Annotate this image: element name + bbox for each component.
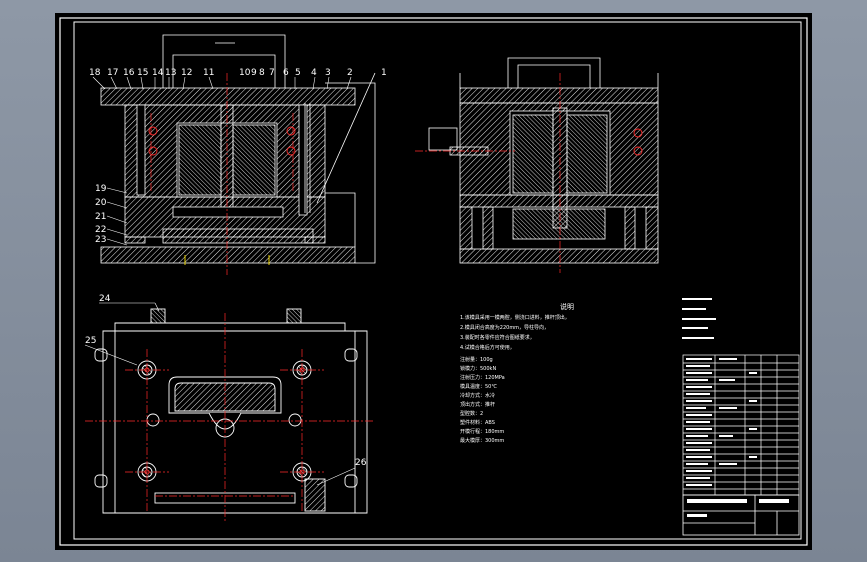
- part-number-label: 18: [89, 68, 101, 78]
- spec-line: 顶出方式：推杆: [460, 401, 495, 408]
- part-number-label: 10: [239, 68, 251, 78]
- notes-heading: 说明: [560, 302, 574, 311]
- part-number-leaders: [92, 76, 352, 90]
- part-number-label: 7: [269, 68, 275, 78]
- spec-line: 最大模厚：300mm: [460, 437, 504, 444]
- part-number-label: 12: [181, 68, 192, 78]
- note-line: 2.模具闭合高度为220mm，导柱导向，: [460, 324, 549, 331]
- spec-list: 注射量：100g 锁模力：500kN 注射压力：120MPa 模具温度：50℃ …: [460, 356, 505, 444]
- plan-centerlines: [85, 313, 375, 523]
- part-number-label: 3: [325, 68, 331, 78]
- front-centerlines: [150, 73, 294, 275]
- part-number-label: 5: [295, 68, 301, 78]
- part-number-label: 1: [381, 68, 387, 78]
- part-number-label: 20: [95, 198, 107, 208]
- part-number-label: 21: [95, 212, 106, 222]
- mold-assembly-drawing: 18 17 16 15 14 13 12 11 10 9 8 7 6 5 4 3…: [59, 17, 808, 546]
- part-number-label: 6: [283, 68, 289, 78]
- note-line: 4.试模合格后方可使用，: [460, 344, 515, 351]
- plan-view: [94, 308, 368, 514]
- outer-frame: [59, 17, 808, 546]
- part-number-label: 23: [95, 235, 106, 245]
- part-number-label: 15: [137, 68, 148, 78]
- spec-line: 开模行程：180mm: [460, 428, 504, 435]
- bom-text-marks: [686, 358, 789, 517]
- part-number-label: 2: [347, 68, 353, 78]
- front-guide-pins: [184, 255, 270, 265]
- note-line: 3.装配时各零件应符合图纸要求，: [460, 334, 535, 341]
- drawing-sheet: 18 17 16 15 14 13 12 11 10 9 8 7 6 5 4 3…: [55, 13, 812, 550]
- part-number-row: 18 17 16 15 14 13 12 11 10 9 8 7 6 5 4 3…: [89, 68, 387, 78]
- part-number-label: 4: [311, 68, 317, 78]
- bill-of-materials: [682, 354, 800, 496]
- side-part-numbers: 19 20 21 22 23: [95, 184, 107, 245]
- note-line: 1.该模具采用一模两腔，侧浇口进料，推杆顶出，: [460, 314, 570, 321]
- spec-line: 塑件材料：ABS: [460, 419, 495, 426]
- spec-line: 锁模力：500kN: [460, 365, 496, 372]
- side-section-view: [428, 57, 659, 264]
- part-number-label: 22: [95, 225, 106, 235]
- part-number-label: 11: [203, 68, 214, 78]
- spec-line: 型腔数：2: [460, 410, 483, 417]
- part-number-label: 17: [107, 68, 118, 78]
- dimension-text-marks: [682, 298, 716, 339]
- spec-line: 注射压力：120MPa: [460, 374, 505, 381]
- part-number-label: 13: [165, 68, 176, 78]
- technical-notes: 说明 1.该模具采用一模两腔，侧浇口进料，推杆顶出， 2.模具闭合高度为220m…: [460, 302, 574, 351]
- part-number-label: 26: [355, 458, 367, 468]
- part-number-label: 25: [85, 336, 96, 346]
- side-leaders: [106, 187, 128, 246]
- part-number-label: 24: [99, 294, 111, 304]
- part-number-label: 8: [259, 68, 265, 78]
- side-cooling-holes: [633, 128, 643, 156]
- spec-line: 模具温度：50℃: [460, 383, 497, 390]
- plan-leaders: [84, 302, 356, 486]
- part-number-label: 16: [123, 68, 135, 78]
- spec-line: 冷却方式：水冷: [460, 392, 495, 399]
- part-number-label: 19: [95, 184, 107, 194]
- title-block: [682, 494, 800, 536]
- side-centerlines: [415, 73, 561, 273]
- spec-line: 注射量：100g: [460, 356, 493, 363]
- front-cooling-holes: [148, 126, 296, 156]
- part-number-label: 9: [251, 68, 257, 78]
- inner-frame: [73, 21, 802, 540]
- part-number-label: 14: [152, 68, 164, 78]
- plan-part-numbers: 24 25 26: [85, 294, 367, 468]
- plan-cooling-lines: [144, 367, 305, 475]
